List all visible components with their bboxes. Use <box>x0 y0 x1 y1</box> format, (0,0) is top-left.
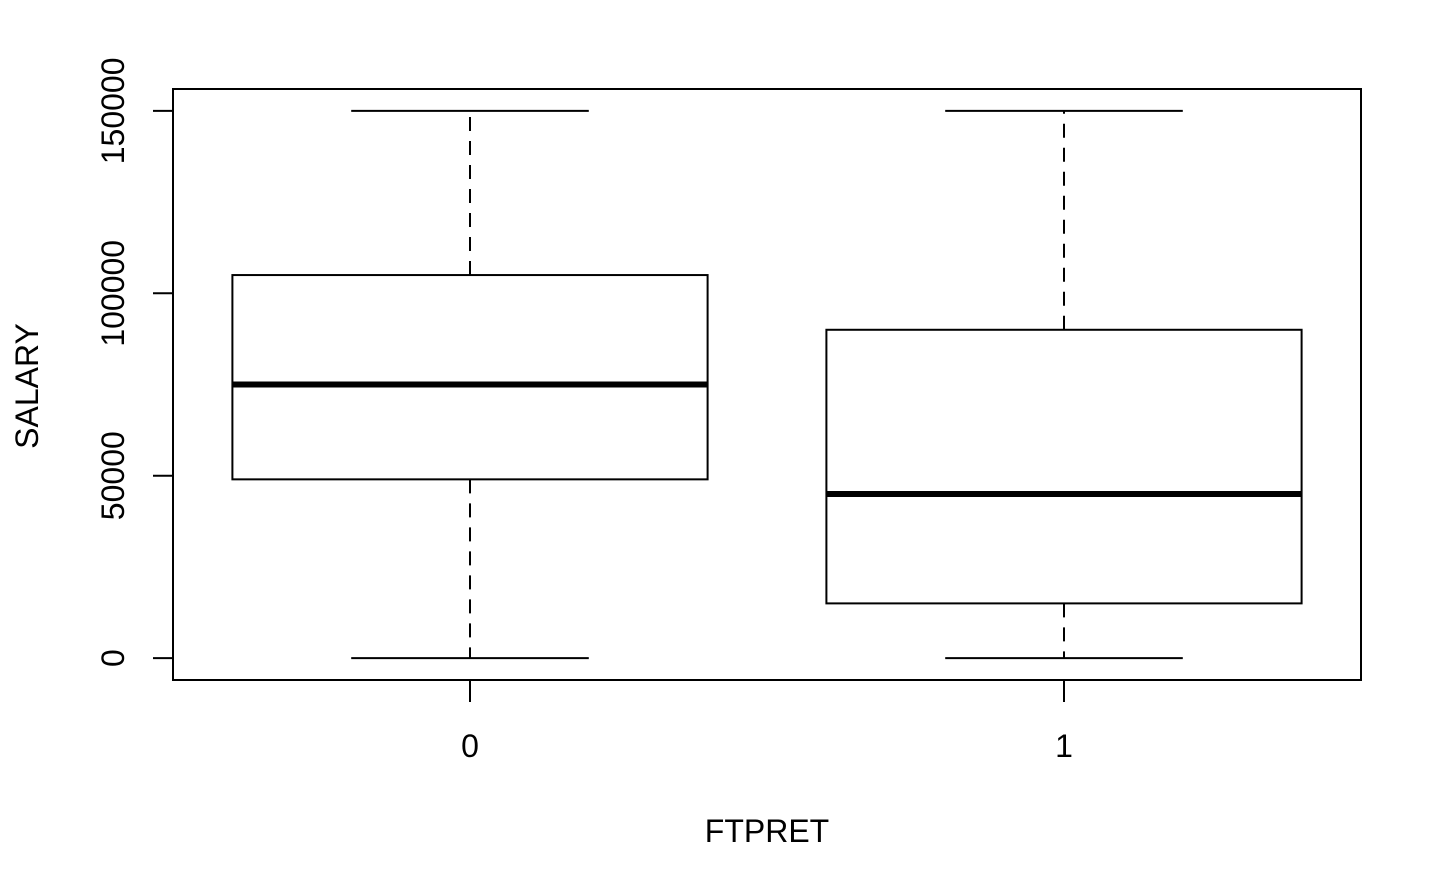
y-tick-label: 100000 <box>95 240 131 347</box>
y-tick-label: 150000 <box>95 57 131 164</box>
box-group-0 <box>231 109 709 660</box>
x-axis-label: FTPRET <box>705 813 829 849</box>
y-axis-label: SALARY <box>9 323 45 449</box>
iqr-box <box>825 328 1303 605</box>
iqr-box <box>231 274 709 481</box>
x-tick-label: 1 <box>1055 728 1073 764</box>
y-axis: 0 50000 100000 150000 <box>95 57 174 667</box>
boxes <box>231 109 1303 660</box>
y-tick-label: 50000 <box>95 431 131 520</box>
x-tick-label: 0 <box>461 728 479 764</box>
y-tick-label: 0 <box>95 649 131 667</box>
box-group-1 <box>825 109 1303 660</box>
